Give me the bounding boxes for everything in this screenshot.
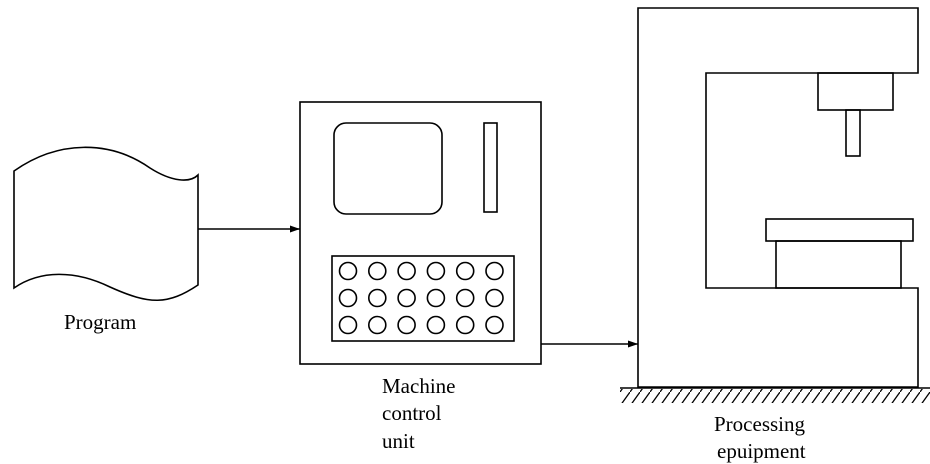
ground-hatching bbox=[620, 389, 930, 403]
keypad-button bbox=[338, 315, 358, 335]
mcu-cabinet bbox=[299, 101, 542, 365]
mcu-side-slot bbox=[483, 122, 498, 213]
mcu-keypad-buttons bbox=[338, 261, 504, 335]
mcu-label-line-2: control bbox=[382, 401, 442, 425]
worktable-base bbox=[775, 240, 902, 289]
program-document-shape bbox=[13, 146, 199, 302]
keypad-button bbox=[397, 261, 416, 281]
mcu-label-line-3: unit bbox=[382, 429, 415, 453]
mcu-display-screen bbox=[333, 122, 443, 215]
program-label: Program bbox=[64, 310, 136, 334]
mcu-keypad-panel bbox=[331, 255, 515, 342]
keypad-button bbox=[485, 315, 504, 335]
mcu-label-line-1: Machine bbox=[382, 374, 455, 398]
worktable bbox=[765, 218, 914, 242]
spindle-tool bbox=[845, 109, 861, 157]
keypad-button bbox=[455, 261, 475, 281]
keypad-button bbox=[338, 261, 358, 281]
keypad-button bbox=[338, 288, 358, 308]
keypad-button bbox=[455, 315, 475, 335]
keypad-button bbox=[455, 288, 475, 308]
equipment-label-line-2: epuipment bbox=[717, 439, 806, 463]
keypad-button bbox=[367, 288, 387, 308]
spindle-head bbox=[817, 72, 894, 111]
keypad-button bbox=[485, 261, 504, 281]
keypad-button bbox=[485, 288, 504, 308]
machine-frame bbox=[637, 7, 919, 388]
processing-equipment bbox=[620, 7, 930, 403]
equipment-label-line-1: Processing bbox=[714, 412, 805, 436]
keypad-button bbox=[367, 261, 387, 281]
keypad-button bbox=[367, 315, 387, 335]
program-document bbox=[13, 146, 199, 302]
machine-control-unit bbox=[299, 101, 542, 365]
keypad-button bbox=[397, 315, 416, 335]
keypad-button bbox=[426, 315, 446, 335]
keypad-button bbox=[426, 261, 446, 281]
keypad-button bbox=[426, 288, 446, 308]
keypad-button bbox=[397, 288, 416, 308]
